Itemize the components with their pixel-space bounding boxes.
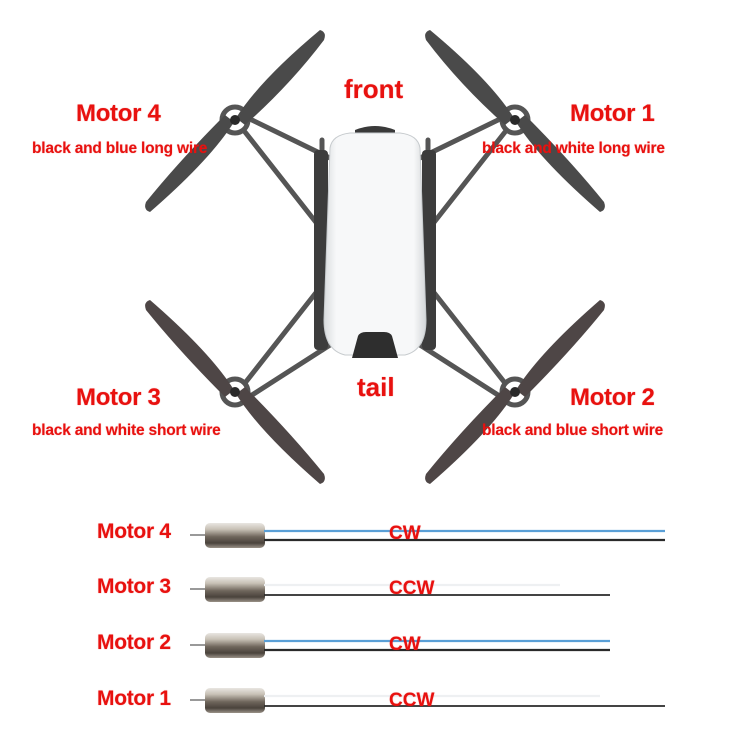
battery-clip [352, 332, 398, 358]
motor-2-title: Motor 2 [570, 384, 655, 411]
propeller-front-right [425, 30, 605, 212]
motor-row-graphic-motor-2 [190, 633, 610, 658]
motor-4-wire-desc: black and blue long wire [32, 140, 208, 157]
front-label: front [344, 74, 404, 104]
motor-row-graphic-motor-1 [190, 688, 665, 713]
propeller-rear-right [425, 300, 605, 484]
motor-list-rotation-2: CCW [389, 578, 435, 599]
motor-list-label-1: Motor 4 [97, 520, 171, 543]
motor-list-rotation-4: CCW [389, 690, 435, 711]
motor-row-graphic-motor-4 [190, 523, 665, 548]
motor-list-rotation-1: CW [389, 523, 421, 544]
propeller-rear-left [145, 300, 325, 484]
tail-label: tail [357, 372, 395, 402]
motor-list-label-3: Motor 2 [97, 631, 171, 654]
motor-list-label-4: Motor 1 [97, 687, 171, 710]
motor-1-title: Motor 1 [570, 100, 655, 127]
motor-list-rotation-3: CW [389, 634, 421, 655]
drone-body [323, 132, 427, 356]
motor-list-label-2: Motor 3 [97, 575, 171, 598]
motor-3-wire-desc: black and white short wire [32, 422, 221, 439]
motor-2-wire-desc: black and blue short wire [482, 422, 664, 439]
motor-row-graphic-motor-3 [190, 577, 610, 602]
motor-4-title: Motor 4 [76, 100, 161, 127]
propeller-front-left [145, 30, 325, 212]
motor-3-title: Motor 3 [76, 384, 161, 411]
motor-1-wire-desc: black and white long wire [482, 140, 665, 157]
